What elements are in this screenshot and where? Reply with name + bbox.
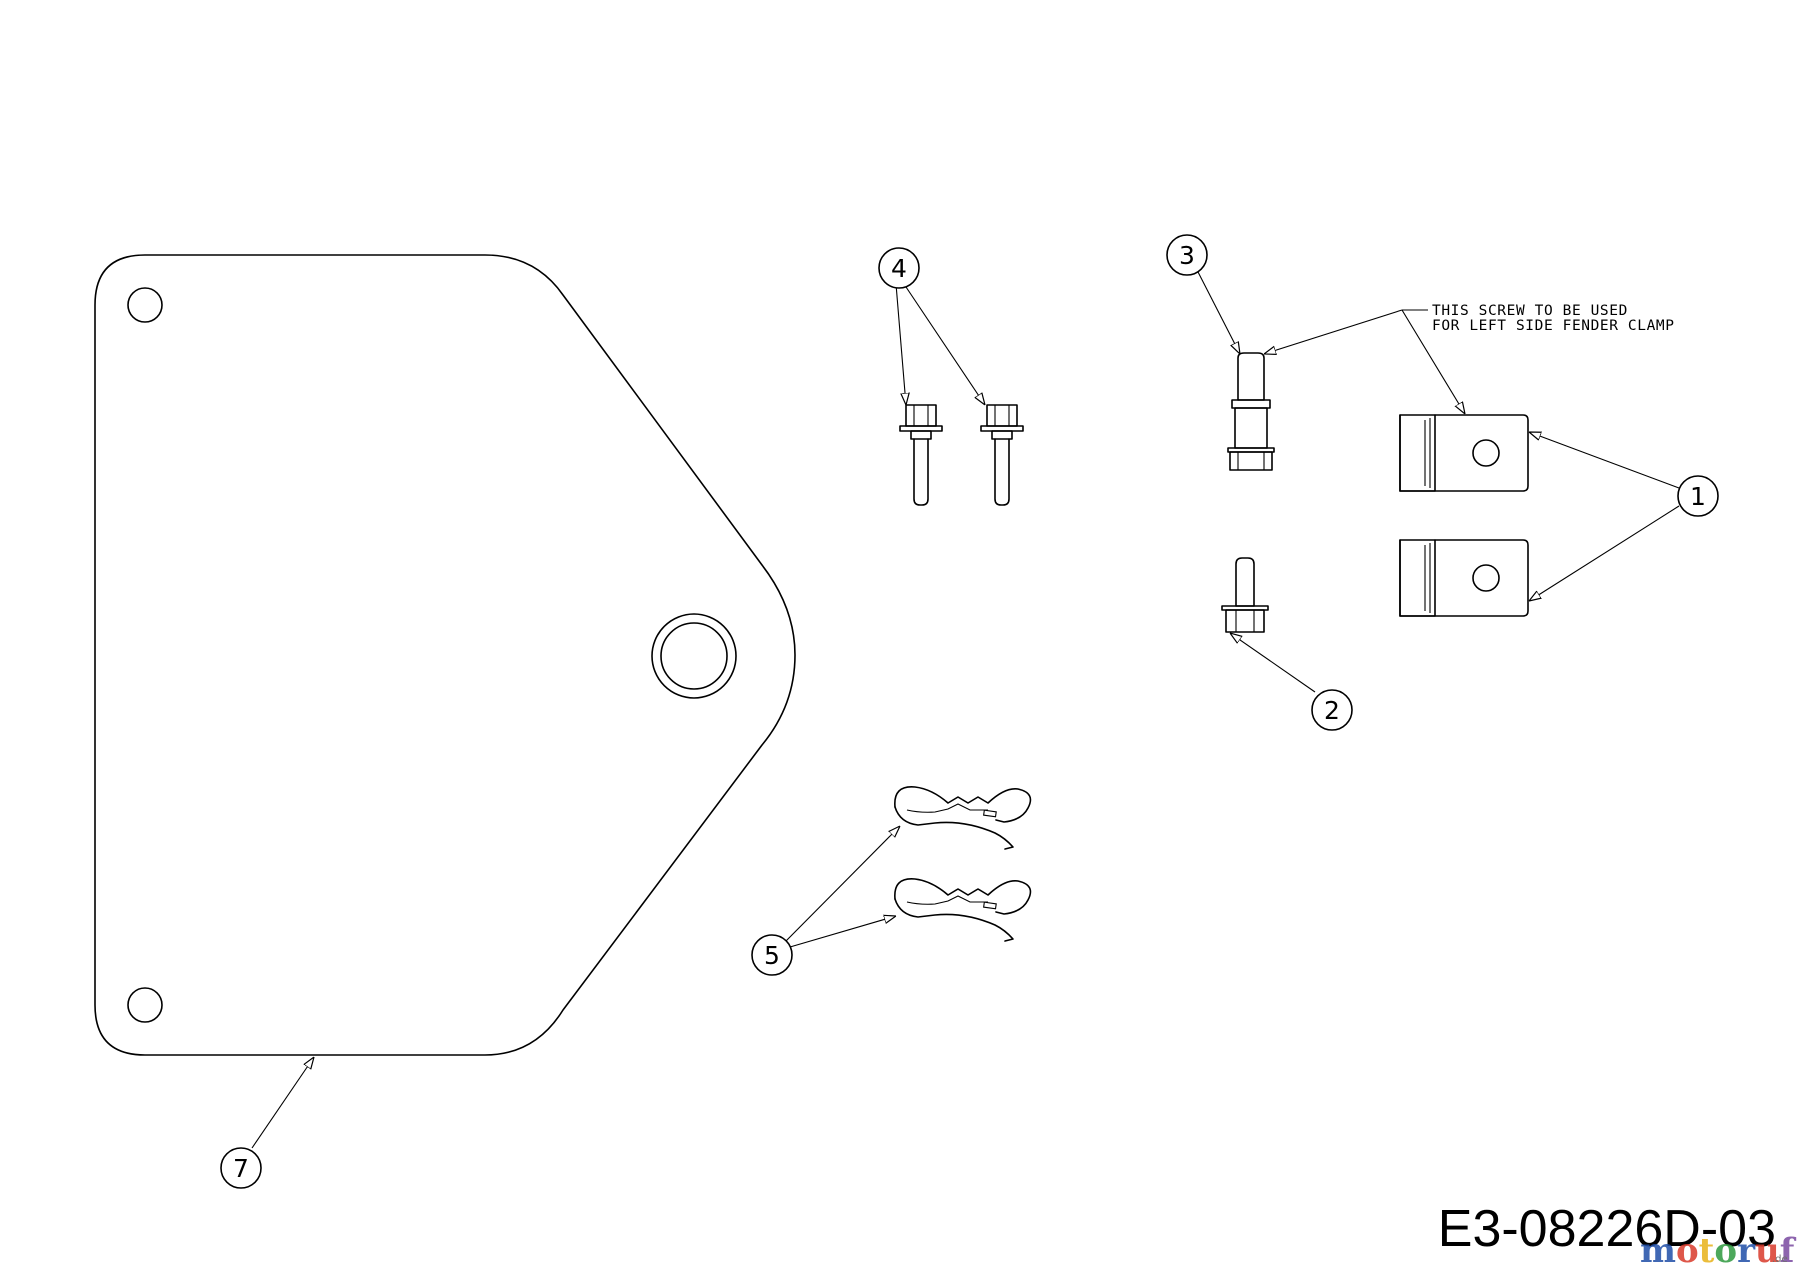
callout-4: 4 <box>878 247 920 289</box>
callout-3-label: 3 <box>1179 241 1195 270</box>
note-line-1: THIS SCREW TO BE USED <box>1432 303 1628 319</box>
callout-3: 3 <box>1166 234 1208 276</box>
callout-5-label: 5 <box>764 941 780 970</box>
callout-1: 1 <box>1677 475 1719 517</box>
plate-hub-inner <box>660 622 728 690</box>
watermark-suffix: .de <box>1772 1254 1788 1265</box>
part-7-plate <box>94 254 796 1056</box>
callout-7: 7 <box>220 1147 262 1189</box>
callout-2: 2 <box>1311 689 1353 731</box>
watermark-logo: motoruf <box>1640 1231 1797 1271</box>
plate-hole-top <box>127 287 163 323</box>
leader-lines <box>251 269 1680 1149</box>
screw-usage-note: THIS SCREW TO BE USED FOR LEFT SIDE FEND… <box>1432 303 1675 334</box>
part-4-bolt-right <box>980 404 1024 506</box>
callout-7-label: 7 <box>233 1154 249 1183</box>
part-5-clip-top <box>894 786 1032 850</box>
part-1-clamp-bottom <box>1399 539 1529 617</box>
part-2-screw <box>1221 557 1269 633</box>
callout-4-label: 4 <box>891 254 907 283</box>
drawing-number: E3-08226D-03 <box>1438 1200 1776 1258</box>
callout-5: 5 <box>751 934 793 976</box>
plate-hub-outer <box>651 613 737 699</box>
callout-1-label: 1 <box>1690 482 1706 511</box>
part-3-shoulder-screw <box>1227 352 1275 471</box>
note-line-2: FOR LEFT SIDE FENDER CLAMP <box>1432 318 1675 334</box>
callout-2-label: 2 <box>1324 696 1340 725</box>
part-5-clip-bottom <box>894 878 1032 942</box>
watermark: motoruf .de <box>1640 1231 1797 1271</box>
part-1-clamp-top <box>1399 414 1529 492</box>
plate-hole-bottom <box>127 987 163 1023</box>
part-4-bolt-left <box>899 404 943 506</box>
